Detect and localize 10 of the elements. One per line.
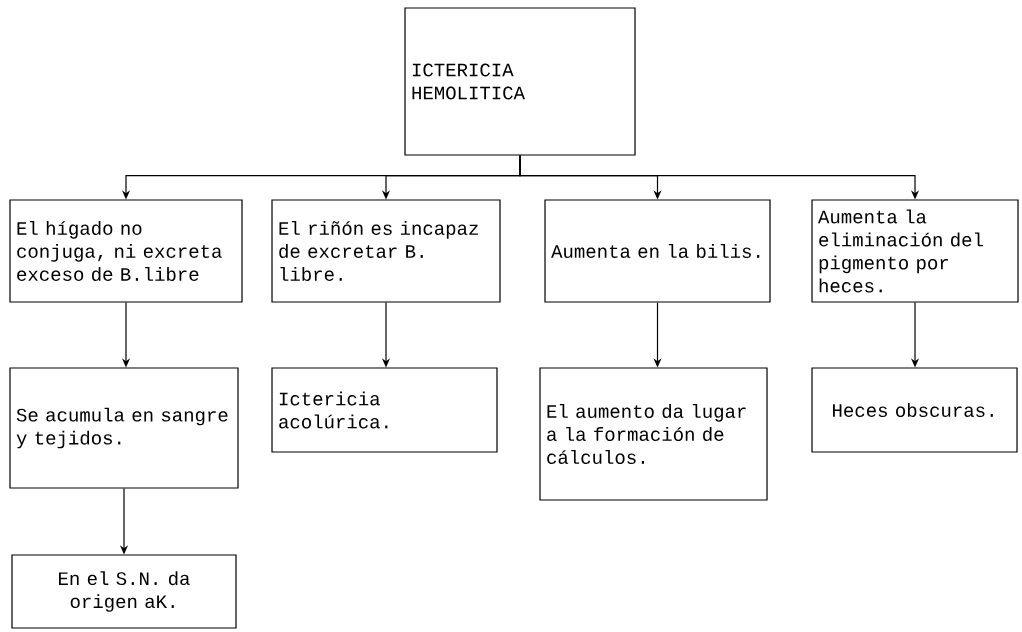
process-box: El hígado no conjuga, ni excreta exceso de B.libre <box>9 199 243 303</box>
process-box: El riñón es incapaz de excretar B. libre. <box>271 199 501 303</box>
process-box: ICTERICIA HEMOLITICA <box>404 7 636 156</box>
process-box: Aumenta en la bilis. <box>544 199 771 303</box>
process-box: Se acumula en sangre y tejidos. <box>9 367 239 489</box>
process-box: Aumenta la eliminación del pigmento por heces. <box>811 199 1019 303</box>
process-box: En el S.N. da origen aK. <box>11 554 237 629</box>
process-box: Ictericia acolúrica. <box>271 367 498 453</box>
process-box: El aumento da lugar a la formación de cálculos. <box>539 367 768 501</box>
process-box: Heces obscuras. <box>811 367 1018 453</box>
